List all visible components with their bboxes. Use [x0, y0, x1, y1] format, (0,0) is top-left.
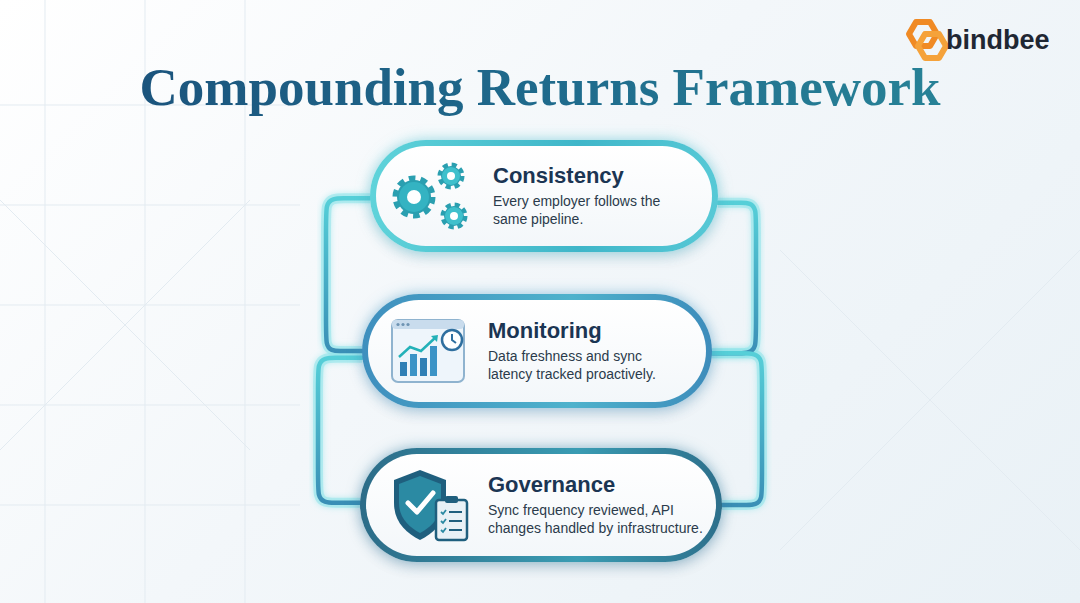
connector-glow [318, 358, 362, 503]
connector-line [712, 203, 756, 354]
connector-line [326, 198, 370, 351]
step-heading: Monitoring [488, 318, 668, 344]
connector-glow [712, 353, 762, 505]
step-heading: Governance [488, 472, 716, 498]
step-description: Data freshness and sync latency tracked … [488, 348, 668, 384]
connector-line [712, 353, 762, 505]
step-heading: Consistency [493, 163, 665, 189]
connector-line [318, 358, 362, 503]
connector-glow [326, 198, 370, 351]
diagram-title: Compounding Returns Framework [0, 58, 1080, 116]
connector-glow [712, 203, 756, 354]
step-description: Every employer follows the same pipeline… [493, 193, 665, 229]
step-pill: GovernanceSync frequency reviewed, API c… [360, 448, 722, 562]
logo-text: bindbee [946, 27, 1050, 54]
step-pill: MonitoringData freshness and sync latenc… [362, 294, 712, 408]
step-description: Sync frequency reviewed, API changes han… [488, 502, 716, 538]
logo-icon [909, 22, 946, 58]
step-pill: ConsistencyEvery employer follows the sa… [370, 140, 718, 252]
